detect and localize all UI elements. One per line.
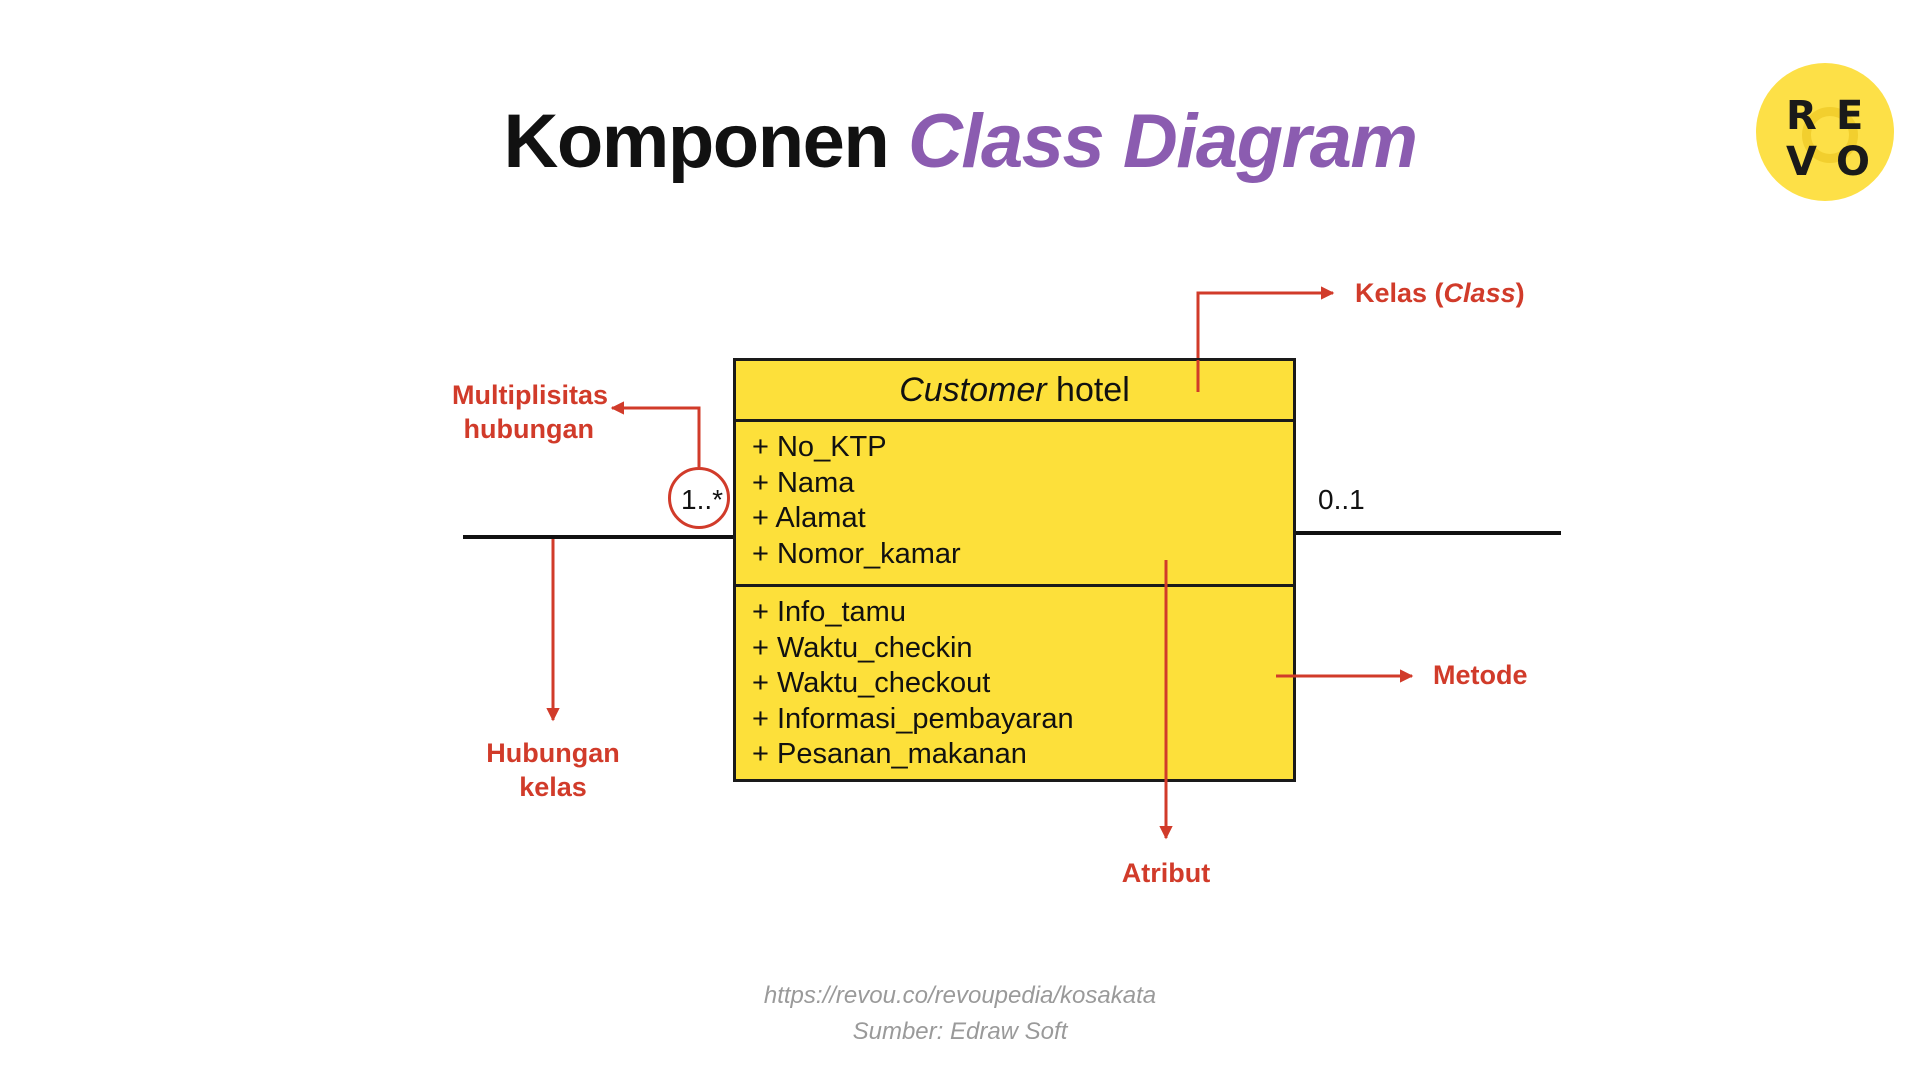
multiplicity-left: 1..*: [681, 484, 724, 515]
footer-url: https://revou.co/revoupedia/kosakata: [763, 982, 1157, 1009]
title-accent: Class Diagram: [907, 99, 1418, 184]
multiplicity-highlight-circle: [668, 467, 730, 529]
logo-letter-v: V: [1786, 139, 1817, 185]
logo-letter-e: E: [1836, 93, 1864, 139]
method-item: + Waktu_checkin: [752, 631, 973, 664]
title-main: Komponen: [503, 99, 889, 184]
attribute-item: + No_KTP: [752, 431, 887, 463]
page-title: Komponen Class Diagram: [0, 98, 1920, 185]
footer-source: Sumber: Edraw Soft: [852, 1018, 1068, 1045]
multiplisitas-arrow: [610, 401, 701, 467]
label-kelas: Kelas (Class): [1355, 278, 1525, 308]
class-name: Customer hotel: [736, 361, 1293, 422]
label-atribut: Atribut: [1121, 858, 1211, 888]
class-attributes-section: + No_KTP + Nama + Alamat + Nomor_kamar: [736, 422, 1293, 587]
attribute-item: + Nama: [752, 466, 855, 499]
attribute-item: + Nomor_kamar: [752, 537, 961, 570]
class-name-plain: hotel: [1056, 371, 1130, 409]
class-name-italic: Customer: [899, 371, 1047, 409]
method-item: + Waktu_checkout: [752, 667, 991, 699]
revo-logo: R E V O: [1756, 63, 1894, 201]
logo-letter-o: O: [1836, 139, 1871, 185]
method-item: + Pesanan_makanan: [752, 738, 1027, 770]
multiplicity-right: 0..1: [1318, 484, 1365, 515]
logo-letter-r: R: [1786, 93, 1817, 139]
logo-swirl-icon: [1802, 107, 1858, 163]
class-box[interactable]: Customer hotel + No_KTP + Nama + Alamat …: [733, 358, 1296, 782]
class-methods-section: + Info_tamu + Waktu_checkin + Waktu_chec…: [736, 587, 1293, 777]
method-item: + Info_tamu: [752, 596, 906, 628]
method-item: + Informasi_pembayaran: [752, 702, 1074, 735]
attribute-item: + Alamat: [752, 502, 866, 534]
label-metode: Metode: [1433, 660, 1528, 690]
